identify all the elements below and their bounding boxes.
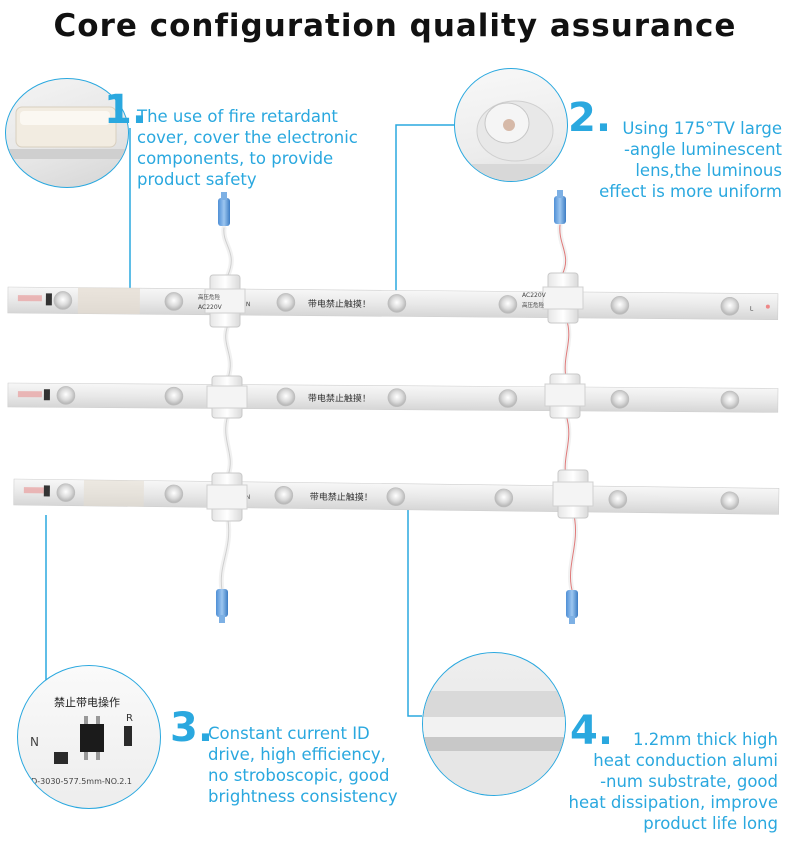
- feature-1-line: cover, cover the electronic: [137, 128, 358, 147]
- substrate-closeup-art: [423, 691, 565, 795]
- pcb-resistor-label: R: [126, 713, 133, 724]
- strip-warning-text: 带电禁止触摸！: [308, 298, 371, 311]
- feature-3-number: 3.: [170, 705, 214, 751]
- feature-4-line: -num substrate, good: [600, 772, 778, 791]
- feature-2-line: effect is more uniform: [599, 182, 782, 201]
- strip-warning-text: 带电禁止触摸！: [308, 392, 371, 404]
- feature-3-line: no stroboscopic, good: [208, 766, 390, 785]
- pcb-warning-text: 禁止带电操作: [54, 695, 120, 709]
- closeup-circle-substrate: [422, 652, 566, 796]
- led-strip-3: 带电禁止触摸！ N L: [13, 478, 780, 515]
- feature-2-line: -angle luminescent: [623, 140, 782, 159]
- pcb-closeup-art: 禁止带电操作 N R 7D-3030-577.5mm-NO.2.1: [26, 695, 133, 786]
- page-title: Core configuration quality assurance: [53, 8, 737, 44]
- feature-1-line: components, to provide: [137, 149, 334, 168]
- voltage-label: AC220V: [198, 304, 223, 311]
- led-strip-1: 带电禁止触摸！ N L: [7, 286, 779, 321]
- callout-line-2: [395, 124, 454, 296]
- lens-closeup-art: [455, 100, 567, 181]
- feature-4-line: product life long: [643, 814, 778, 833]
- closeup-circle-lens: [454, 68, 568, 182]
- voltage-label: AC220V: [522, 292, 547, 299]
- danger-label: 高压危险: [198, 293, 221, 301]
- closeup-circle-cover: [5, 78, 129, 188]
- ic-chip: [80, 724, 104, 752]
- danger-label: 高压危险: [522, 301, 545, 309]
- strip-neutral-label: N: [246, 494, 251, 501]
- closeup-circle-pcb: 禁止带电操作 N R 7D-3030-577.5mm-NO.2.1: [17, 665, 161, 809]
- fire-retardant-cover: [77, 287, 140, 315]
- strip-live-label: L: [750, 305, 754, 312]
- feature-2-line: Using 175°TV large: [622, 119, 782, 138]
- feature-4-line: heat conduction alumi: [593, 751, 778, 770]
- callout-line-4: [407, 498, 422, 717]
- pcb-code: 7D-3030-577.5mm-NO.2.1: [26, 777, 132, 786]
- pcb-neutral-label: N: [30, 735, 39, 749]
- feature-4-number: 4.: [570, 708, 614, 754]
- feature-3-line: brightness consistency: [208, 787, 398, 806]
- feature-1-description: The use of fire retardant cover, cover t…: [137, 106, 358, 190]
- connectors: 高压危险 AC220V AC220V 高压危险: [198, 272, 594, 522]
- feature-1-number: 1.: [104, 87, 148, 133]
- blue-terminals: [216, 190, 578, 624]
- feature-3-line: Constant current ID: [208, 724, 370, 743]
- feature-3-line: drive, high efficiency,: [208, 745, 386, 764]
- feature-4-description: 1.2mm thick high heat conduction alumi -…: [568, 729, 778, 834]
- feature-4-line: heat dissipation, improve: [568, 793, 778, 812]
- feature-3-description: Constant current ID drive, high efficien…: [208, 723, 398, 807]
- feature-2-description: Using 175°TV large -angle luminescent le…: [599, 118, 782, 202]
- wires: [218, 222, 578, 593]
- strip-neutral-label: N: [246, 301, 251, 308]
- feature-2-number: 2.: [568, 95, 612, 141]
- led-strip-2: 带电禁止触摸！: [7, 382, 779, 413]
- strip-warning-text: 带电禁止触摸！: [310, 491, 373, 504]
- feature-4-line: 1.2mm thick high: [633, 730, 778, 749]
- feature-2-line: lens,the luminous: [635, 161, 782, 180]
- feature-1-line: product safety: [137, 170, 257, 189]
- cover-closeup-art: [6, 106, 128, 159]
- callout-lines: [45, 124, 454, 717]
- feature-1-line: The use of fire retardant: [137, 107, 338, 126]
